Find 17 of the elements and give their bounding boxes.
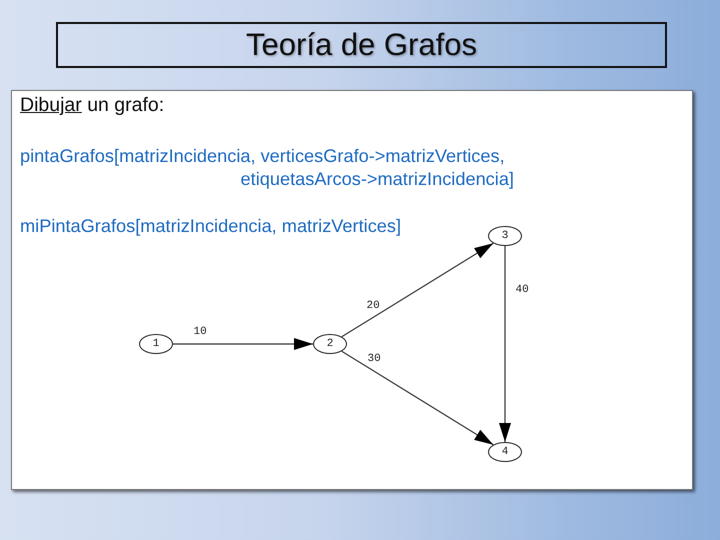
graph-vertex: 1 xyxy=(139,334,173,354)
edge-label: 10 xyxy=(194,326,207,338)
code-text: pintaGrafos[matrizIncidencia, verticesGrafo->matrizVertices, etiquetasArcos->matrizIncidencia] xyxy=(20,145,514,191)
heading-text: Dibujar un grafo: xyxy=(20,94,164,117)
content-panel xyxy=(11,90,693,490)
graph-vertex: 2 xyxy=(313,334,347,354)
arrow xyxy=(173,338,313,350)
slide-title: Teoría de Grafos xyxy=(56,22,667,68)
graph-vertex: 4 xyxy=(488,442,522,462)
arrow xyxy=(341,242,494,338)
arrow xyxy=(499,246,511,442)
edge-label: 20 xyxy=(366,300,380,312)
code-text: miPintaGrafos[matrizIncidencia, matrizVertices] xyxy=(20,215,402,238)
graph-vertex: 3 xyxy=(488,226,522,246)
edge-label: 30 xyxy=(368,353,381,365)
arrow xyxy=(341,350,494,446)
edge-label: 40 xyxy=(516,284,529,296)
